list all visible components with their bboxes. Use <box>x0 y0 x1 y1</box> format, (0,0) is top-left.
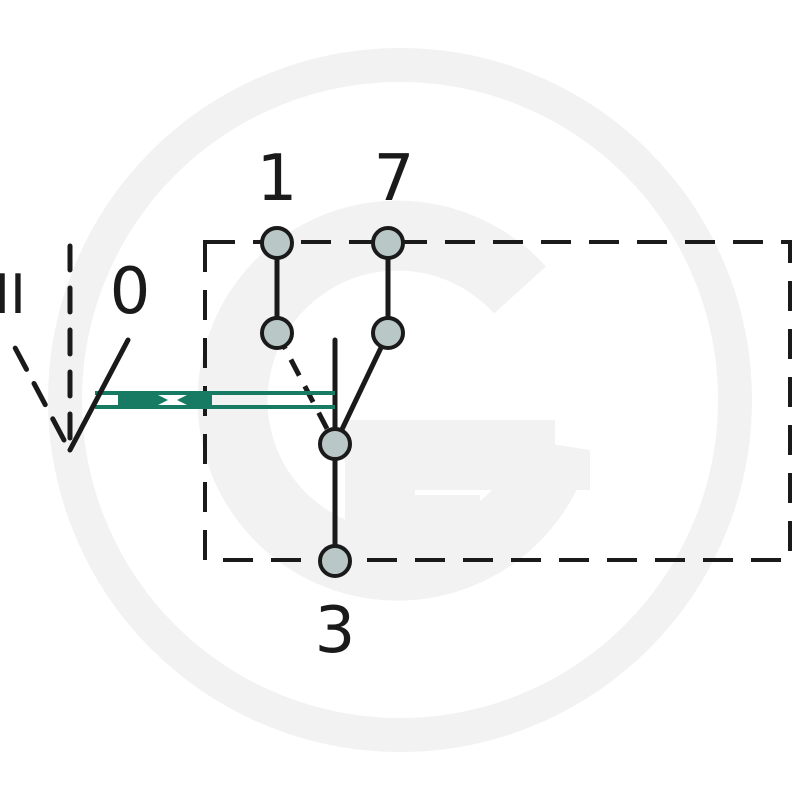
terminal-1-label: 1 <box>257 142 298 216</box>
position-0-label: 0 <box>110 255 151 329</box>
terminal-nodes <box>260 226 405 578</box>
terminal-3-node <box>318 544 352 578</box>
lever-positions <box>9 243 131 453</box>
position-2-label: II <box>0 263 26 326</box>
terminal-3-label: 3 <box>315 594 356 668</box>
terminal-7-node <box>371 226 405 260</box>
actuator-arrow-left <box>118 391 150 409</box>
inner-node-1 <box>260 316 294 350</box>
lever-position-2-dashed <box>9 339 67 443</box>
wire-7-to-common <box>332 330 391 447</box>
actuator-arrow-mid-b <box>177 391 195 409</box>
lever-position-0 <box>67 337 131 453</box>
common-node <box>318 427 352 461</box>
actuator-arrow-right <box>195 391 212 409</box>
actuator-arrow-mid-a <box>150 391 168 409</box>
terminal-1-node <box>260 226 294 260</box>
terminal-7-label: 7 <box>374 142 415 216</box>
actuator-rod <box>95 391 335 409</box>
inner-node-7 <box>371 316 405 350</box>
wire-1-dashed-contact <box>274 331 338 446</box>
